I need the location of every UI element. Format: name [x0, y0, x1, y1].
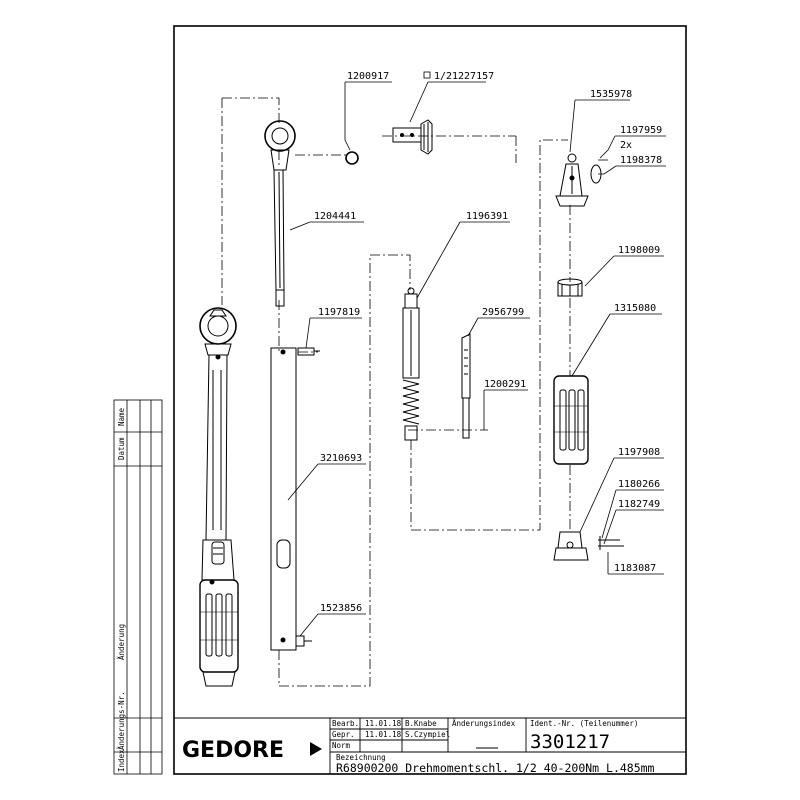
label-3210693: 3210693 [320, 453, 362, 464]
cap-part [557, 278, 583, 297]
label-1180266: 1180266 [618, 479, 660, 490]
label-1182749: 1182749 [618, 499, 660, 510]
end-cap-part [553, 531, 624, 561]
bearb-name: B.Knabe [405, 719, 437, 728]
gepr-name: S.Czympiel [405, 730, 450, 739]
square-drive-symbol [423, 71, 431, 79]
bearb-date: 11.01.18 [365, 719, 402, 728]
aenderungsindex-label: Änderungsindex [452, 719, 516, 728]
revision-strip [113, 399, 163, 775]
label-1197959: 1197959 [620, 125, 662, 136]
label-1227157: 1227157 [452, 71, 494, 82]
label-1198009: 1198009 [618, 245, 660, 256]
title-block-text: Bearb. 11.01.18 B.Knabe Gepr. 11.01.18 S… [332, 719, 655, 775]
label-1204441: 1204441 [314, 211, 356, 222]
torque-wrench-assembled [199, 307, 239, 687]
pin-part-1523856 [295, 635, 312, 647]
label-1200291: 1200291 [484, 379, 526, 390]
label-1183087: 1183087 [614, 563, 656, 574]
label-1197908: 1197908 [618, 447, 660, 458]
norm-label: Norm [332, 741, 351, 750]
revision-strip-labels: Name Datum Änderung Änderungs-Nr. Index [117, 407, 126, 772]
drawing-frame [173, 25, 687, 775]
assembly-lines [221, 97, 608, 687]
rev-datum-label: Datum [117, 437, 126, 460]
label-1197819: 1197819 [318, 307, 360, 318]
rev-aenderungs-nr-label: Änderungs-Nr. [117, 691, 126, 750]
bearb-label: Bearb. [332, 719, 359, 728]
bezeichnung-text: R68900200 Drehmomentschl. 1/2 40-200Nm L… [336, 761, 655, 775]
leader-lines [287, 81, 617, 637]
inner-tube-part [270, 347, 297, 651]
title-block [174, 717, 686, 774]
gepr-date: 11.01.18 [365, 730, 402, 739]
rev-index-label: Index [117, 749, 126, 772]
head-bracket-part [555, 153, 602, 207]
rev-aenderung-label: Änderung [117, 624, 126, 660]
bezeichnung-label: Bezeichnung [336, 753, 386, 762]
label-qty-2x: 2x [620, 140, 632, 151]
pin-part-1197819 [297, 347, 320, 356]
label-1200917: 1200917 [347, 71, 389, 82]
ident-label: Ident.-Nr. (Teilenummer) [530, 719, 638, 728]
label-1196391: 1196391 [466, 211, 508, 222]
pawl-part [345, 151, 359, 165]
ident-number: 3301217 [530, 731, 610, 753]
spring-mechanism-part [402, 287, 420, 441]
grip-part [553, 375, 589, 465]
label-1198378: 1198378 [620, 155, 662, 166]
label-1315080: 1315080 [614, 303, 656, 314]
part-labels: 1200917 1/2 1227157 1535978 1197959 2x 1… [310, 71, 666, 615]
label-square-size: 1/2 [434, 71, 452, 82]
label-2956799: 2956799 [482, 307, 524, 318]
gepr-label: Gepr. [332, 730, 355, 739]
rev-name-label: Name [117, 407, 126, 426]
gedore-logo: GEDORE [182, 738, 322, 763]
logo-text: GEDORE [182, 738, 284, 763]
square-drive-part [392, 119, 433, 155]
ratchet-head-lever [264, 120, 296, 307]
scale-slider-part [461, 333, 471, 439]
label-1535978: 1535978 [590, 89, 632, 100]
label-1523856: 1523856 [320, 603, 362, 614]
